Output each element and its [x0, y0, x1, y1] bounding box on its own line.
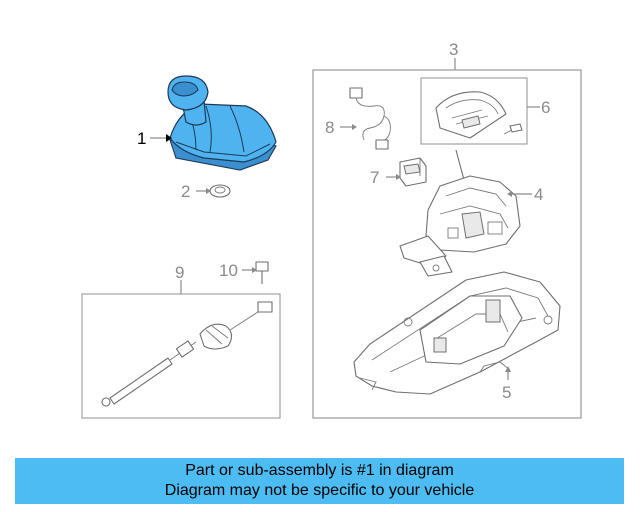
banner-line-1: Part or sub-assembly is #1 in diagram: [185, 462, 454, 479]
callout-1: 1: [137, 129, 146, 148]
part-2-grommet[interactable]: [209, 184, 231, 198]
info-banner: Part or sub-assembly is #1 in diagram Di…: [15, 458, 624, 504]
callout-10: 10: [219, 261, 238, 280]
part-7-switch[interactable]: [399, 157, 427, 187]
subassembly-frame-9: [81, 293, 281, 419]
callout-9: 9: [175, 263, 184, 282]
callout-5: 5: [502, 383, 511, 402]
part-8-wiring-harness[interactable]: [349, 87, 391, 150]
part-6-cover[interactable]: [435, 91, 523, 139]
callout-7: 7: [370, 168, 379, 187]
part-9-shift-cable[interactable]: [101, 301, 273, 407]
assembly-frame-3: [312, 69, 582, 419]
callout-2: 2: [181, 182, 190, 201]
part-4-shifter-mechanism[interactable]: [399, 149, 521, 277]
banner-line-2: Diagram may not be specific to your vehi…: [164, 482, 475, 499]
callout-8: 8: [325, 118, 334, 137]
subassembly-frame-6: [420, 77, 528, 145]
callout-4: 4: [534, 185, 543, 204]
callout-6: 6: [541, 98, 550, 117]
part-1-shift-knob-boot[interactable]: [167, 75, 277, 171]
part-10-bolt[interactable]: [255, 261, 269, 284]
callout-3: 3: [449, 40, 458, 59]
part-5-shifter-housing[interactable]: [353, 271, 561, 395]
